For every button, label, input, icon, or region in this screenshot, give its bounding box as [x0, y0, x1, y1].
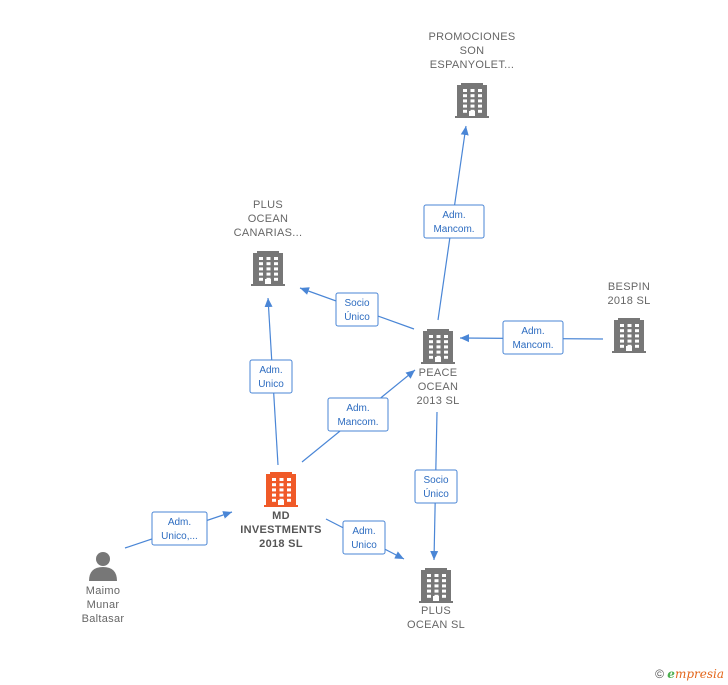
edge-bespin-to-peace: Adm. Mancom.	[459, 320, 604, 355]
relation-badge[interactable]	[342, 520, 386, 555]
relation-label: Mancom.	[512, 340, 553, 351]
relation-label: Adm.	[521, 326, 544, 337]
relation-label: Adm.	[352, 526, 375, 537]
relation-label: Único	[423, 487, 449, 500]
node-label: OCEAN	[418, 381, 459, 393]
person-icon	[89, 552, 117, 581]
relation-label: Socio	[423, 475, 448, 486]
building-icon	[421, 329, 455, 364]
edge-peace-to-promociones: Adm. Mancom.	[423, 125, 485, 321]
node-bespin[interactable]: BESPIN 2018 SL	[607, 281, 650, 353]
brand-logo[interactable]: empresia	[667, 667, 724, 681]
node-plus-ocean[interactable]: PLUS OCEAN SL	[407, 568, 465, 631]
relation-label: Mancom.	[337, 417, 378, 428]
node-promociones[interactable]: PROMOCIONES SON ESPANYOLET...	[428, 31, 515, 118]
node-label: OCEAN	[248, 213, 289, 225]
relation-label: Socio	[344, 298, 369, 309]
node-label: 2018 SL	[259, 538, 303, 550]
node-label: Baltasar	[82, 613, 125, 625]
edge-md-to-peace: Adm. Mancom.	[301, 369, 416, 463]
edge-md-to-plus_ocean: Adm. Unico	[325, 518, 405, 560]
node-label: BESPIN	[608, 281, 650, 293]
relation-badge[interactable]	[335, 292, 379, 327]
relation-label: Unico	[258, 379, 284, 390]
node-label: PEACE	[419, 367, 458, 379]
footer-brand: © empresia	[655, 667, 724, 681]
node-label: ESPANYOLET...	[430, 59, 514, 71]
relation-label: Unico	[351, 540, 377, 551]
relation-label: Único	[344, 310, 370, 323]
copyright-symbol: ©	[655, 667, 664, 681]
relation-label: Adm.	[442, 210, 465, 221]
building-icon	[251, 251, 285, 286]
node-peace[interactable]: PEACE OCEAN 2013 SL	[416, 329, 459, 407]
node-label: OCEAN SL	[407, 619, 465, 631]
nodes-layer: PROMOCIONES SON ESPANYOLET... PLUS OCEAN CANA…	[82, 31, 651, 631]
building-icon	[612, 318, 646, 353]
node-label: 2018 SL	[607, 295, 650, 307]
node-label: Maimo	[86, 585, 121, 597]
edge-md-to-plus_canarias: Adm. Unico	[249, 297, 293, 466]
relation-label: Unico,...	[161, 531, 198, 542]
node-label: PLUS	[421, 605, 451, 617]
node-label: PROMOCIONES	[428, 31, 515, 43]
node-label: 2013 SL	[416, 395, 459, 407]
building-icon	[419, 568, 453, 603]
relation-badge[interactable]	[327, 397, 389, 432]
edges-layer: Adm.Mancom.SocioÚnicoAdm.Mancom.Adm.Unic…	[124, 125, 604, 561]
relation-label: Adm.	[168, 517, 191, 528]
node-label: SON	[460, 45, 485, 57]
relation-badge[interactable]	[502, 320, 564, 355]
node-label: PLUS	[253, 199, 283, 211]
node-plus-canarias[interactable]: PLUS OCEAN CANARIAS...	[234, 199, 303, 286]
building-icon	[264, 472, 298, 507]
relation-label: Adm.	[346, 403, 369, 414]
building-icon	[455, 83, 489, 118]
node-label: Munar	[87, 599, 120, 611]
edge-maimo-to-md: Adm. Unico,...	[124, 511, 233, 549]
relation-label: Adm.	[259, 365, 282, 376]
relation-label: Mancom.	[433, 224, 474, 235]
relation-badge[interactable]	[249, 359, 293, 394]
relation-badge[interactable]	[414, 469, 458, 504]
node-label: INVESTMENTS	[240, 524, 322, 536]
node-md[interactable]: MD INVESTMENTS 2018 SL	[240, 472, 322, 550]
node-label: MD	[272, 510, 290, 522]
node-label: CANARIAS...	[234, 227, 303, 239]
relation-badge[interactable]	[151, 511, 208, 546]
relation-badge[interactable]	[423, 204, 485, 239]
